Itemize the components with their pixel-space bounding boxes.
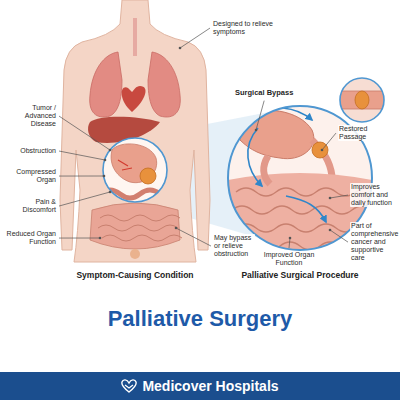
large-magnifier [248,128,262,186]
leader-dot [179,47,182,50]
leader-lines [59,28,348,248]
callout-label: Improved Organ Function [258,251,320,267]
leader-dot [255,129,258,132]
inset-magnifier [338,78,386,122]
leader-line [59,238,100,239]
leader-line [59,151,105,160]
organs [88,117,160,143]
small-magnifier [118,160,132,170]
callout-label: May bypass or relieve obstruction [213,234,255,258]
leader-line [256,101,264,130]
leader-line [59,192,110,206]
leader-dot [109,149,112,152]
leader-line [289,238,290,248]
leader-dot [99,237,102,240]
footer-band: Medicover Hospitals [0,372,400,400]
leader-dot [321,149,324,152]
organs [98,225,178,231]
callout-label: Part of comprehensive cancer and support… [350,222,397,262]
callout-label: Pain & Discomfort [2,198,57,214]
organs [90,52,122,117]
brand-name: Medicover Hospitals [142,378,278,394]
inset-magnifier [355,91,369,109]
leader-dot [289,237,292,240]
leader-dot [103,175,106,178]
leader-line [59,176,104,177]
small-magnifier [103,138,167,202]
large-magnifier [286,196,326,222]
torso-figure [60,0,210,262]
panel-caption: Palliative Surgical Procedure [225,271,375,281]
callout-label: Designed to relieve symptoms [212,20,278,36]
large-magnifier [232,206,372,214]
hospital-logo [125,385,133,388]
leader-dot [329,229,332,232]
organs [148,52,180,117]
leader-line [330,195,348,198]
large-magnifier [312,142,328,158]
leader-line [180,28,210,48]
organs [100,215,180,221]
callout-label: Restored Passage [338,125,396,141]
small-magnifier [100,138,167,202]
large-magnifier [240,242,360,250]
leader-dot [109,191,112,194]
large-magnifier [240,110,314,158]
leader-dot [175,227,178,230]
leader-line [59,116,110,150]
organs [102,235,182,241]
hospital-logo [121,379,137,393]
organs [130,249,140,259]
leader-dot [329,197,332,200]
callout-label: Surgical Bypass [234,89,298,98]
page-title: Palliative Surgery [0,306,400,332]
torso-figure [60,0,210,262]
hospital-logo [122,380,136,392]
callout-label: Improves comfort and daily function [350,183,397,207]
organs [88,18,182,259]
large-magnifier [264,156,270,184]
inset-magnifier [340,78,384,122]
small-magnifier [103,138,167,202]
panel-caption: Symptom-Causing Condition [60,271,210,281]
callout-label: Reduced Organ Function [2,230,57,246]
callout-label: Tumor / Advanced Disease [2,104,57,128]
leader-line [322,133,336,150]
callout-label: Obstruction [2,147,57,155]
callout-label: Compressed Organ [2,168,57,184]
leader-dot [104,159,107,162]
inset-magnifier [338,91,386,109]
small-magnifier [140,168,156,184]
leader-line [176,228,211,246]
large-magnifier [312,140,332,176]
organs [122,86,146,112]
organs [90,203,180,249]
organs [133,18,137,56]
leader-line [330,230,348,242]
inset-magnifier [338,91,386,109]
